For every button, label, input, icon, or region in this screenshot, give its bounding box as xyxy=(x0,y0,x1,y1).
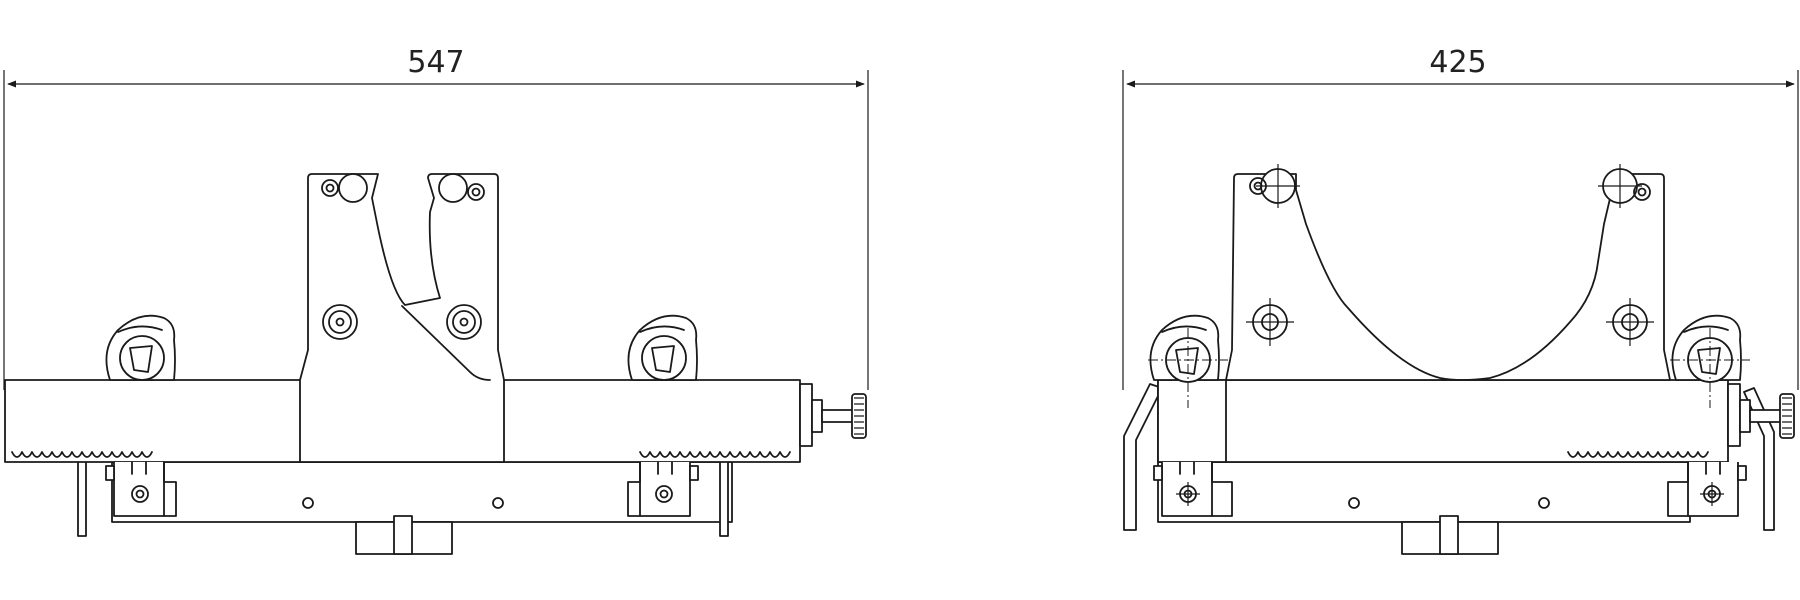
right-hook-rod-1 xyxy=(1123,383,1163,531)
right-dimension-label: 425 xyxy=(1429,45,1486,80)
left-leg-1 xyxy=(77,459,87,537)
right-bracket-1 xyxy=(1153,461,1233,517)
left-view: 547 xyxy=(3,45,869,555)
left-clamp-2 xyxy=(627,314,698,381)
right-clamp-2 xyxy=(1670,314,1750,408)
left-bracket-1 xyxy=(105,461,177,517)
right-dimension-line: 425 xyxy=(1122,45,1799,390)
right-crossbar xyxy=(1157,461,1691,555)
left-dimension-line: 547 xyxy=(3,45,869,390)
left-adjust-knob xyxy=(799,383,867,447)
right-main-beam xyxy=(1157,379,1729,463)
right-clamp-1 xyxy=(1148,314,1228,408)
pivot-pin-right xyxy=(438,173,468,203)
right-center-plate xyxy=(1225,164,1671,381)
left-dimension-label: 547 xyxy=(407,45,464,80)
pivot-pin-left xyxy=(338,173,368,203)
left-crossbar xyxy=(111,461,733,555)
right-hook-rod-2 xyxy=(1743,387,1775,531)
left-bracket-2 xyxy=(627,461,699,517)
left-center-plate xyxy=(299,173,505,463)
right-view: 425 xyxy=(1122,45,1799,555)
right-adjust-knob xyxy=(1727,383,1795,447)
left-clamp-1 xyxy=(105,314,176,381)
right-bracket-2 xyxy=(1667,461,1747,517)
left-leg-2 xyxy=(719,459,729,537)
